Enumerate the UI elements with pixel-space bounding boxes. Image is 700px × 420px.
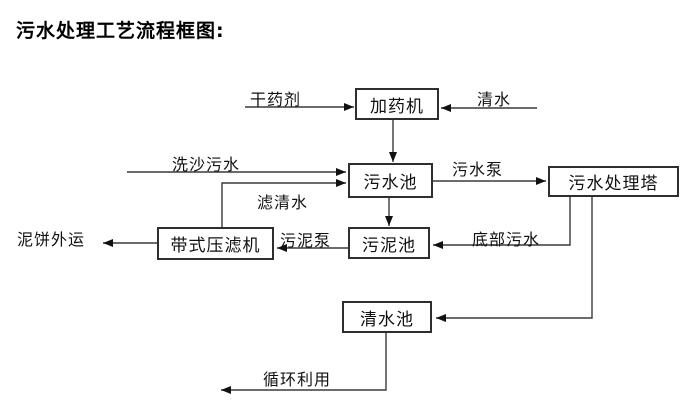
node-sewage-pool: 污水池 <box>348 163 433 198</box>
edge-label-filtered-water: 滤清水 <box>257 193 309 212</box>
edge-label-recycling: 循环利用 <box>263 370 332 389</box>
edge-label-sand-washing-sewage: 洗沙污水 <box>172 155 241 174</box>
edge-label-clean-water: 清水 <box>477 90 512 109</box>
node-sewage-treatment-tower: 污水处理塔 <box>548 166 679 197</box>
edge-label-dry-chemical: 干药剂 <box>250 90 302 109</box>
edge-label-bottom-sewage: 底部污水 <box>472 230 541 249</box>
edge-label-sludge-pump: 污泥泵 <box>280 231 332 250</box>
edge-label-sewage-pump: 污水泵 <box>452 160 504 179</box>
arrow-recycling <box>221 333 387 394</box>
arrow-bottom-sewage <box>433 197 571 249</box>
arrow-tower-to-clean-pool <box>436 197 593 322</box>
edge-label-mud-cake-out: 泥饼外运 <box>17 230 86 249</box>
node-dosing-machine: 加药机 <box>355 88 439 120</box>
node-sludge-pool: 污泥池 <box>348 227 430 259</box>
node-belt-filter-press: 带式压滤机 <box>157 227 274 260</box>
node-clean-water-pool: 清水池 <box>342 301 432 333</box>
arrow-filtered-water <box>221 179 346 227</box>
diagram-title: 污水处理工艺流程框图: <box>16 20 225 42</box>
